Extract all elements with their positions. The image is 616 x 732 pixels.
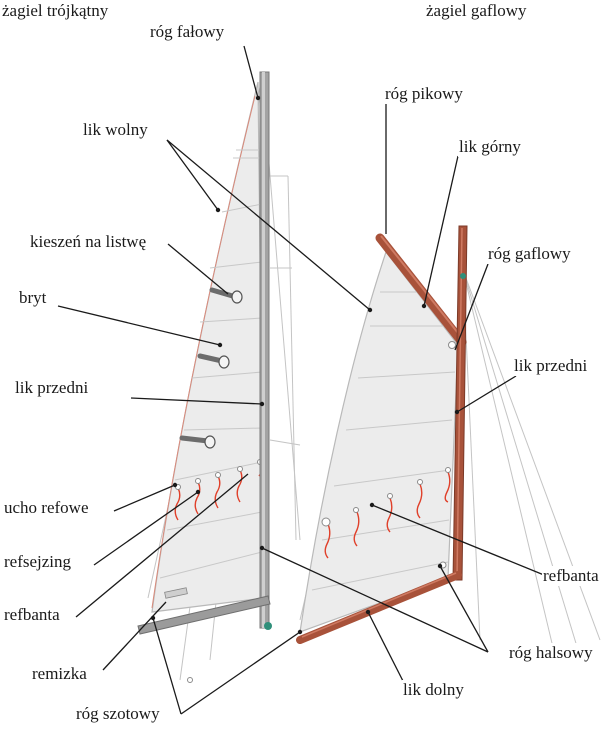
mast-heel bbox=[264, 622, 272, 630]
label-refbanta-right: refbanta bbox=[542, 566, 600, 586]
label-rog-pikowy: róg pikowy bbox=[384, 84, 464, 104]
label-lik-gorny: lik górny bbox=[458, 137, 522, 157]
triangular-sail-rig bbox=[137, 71, 301, 683]
gaff-sail-rig bbox=[296, 225, 601, 661]
label-kieszen-na-listwe: kieszeń na listwę bbox=[29, 232, 148, 252]
leader-dots bbox=[150, 95, 460, 635]
label-lik-przedni-right: lik przedni bbox=[513, 356, 589, 376]
triangular-sail bbox=[151, 81, 265, 613]
header-gaff-sail: żagiel gaflowy bbox=[426, 1, 527, 20]
gaff-sail-seams bbox=[311, 291, 456, 591]
header-triangular-sail: żagiel trójkątny bbox=[2, 1, 109, 20]
reef-points-right bbox=[324, 471, 451, 559]
boom-right bbox=[296, 571, 462, 644]
label-bryt: bryt bbox=[18, 288, 48, 308]
label-rog-falowy: róg fałowy bbox=[149, 22, 226, 42]
label-rog-halsowy: róg halsowy bbox=[508, 643, 594, 663]
label-lik-wolny: lik wolny bbox=[82, 120, 149, 140]
reef-eyes-right bbox=[321, 341, 456, 569]
sail-seams bbox=[159, 149, 263, 579]
gaff-spar bbox=[375, 233, 467, 347]
label-refbanta-left: refbanta bbox=[3, 605, 61, 625]
label-rog-szotowy: róg szotowy bbox=[75, 704, 161, 724]
leader-lines bbox=[57, 45, 545, 715]
label-rog-gaflowy: róg gaflowy bbox=[487, 244, 572, 264]
label-remizka: remizka bbox=[31, 664, 88, 684]
batten-pockets bbox=[179, 287, 243, 449]
leech-accent bbox=[151, 95, 256, 609]
label-refsejzing: refsejzing bbox=[3, 552, 73, 572]
label-lik-dolny: lik dolny bbox=[402, 680, 465, 700]
label-lik-przedni-left: lik przedni bbox=[14, 378, 90, 398]
label-ucho-refowe: ucho refowe bbox=[3, 498, 90, 518]
